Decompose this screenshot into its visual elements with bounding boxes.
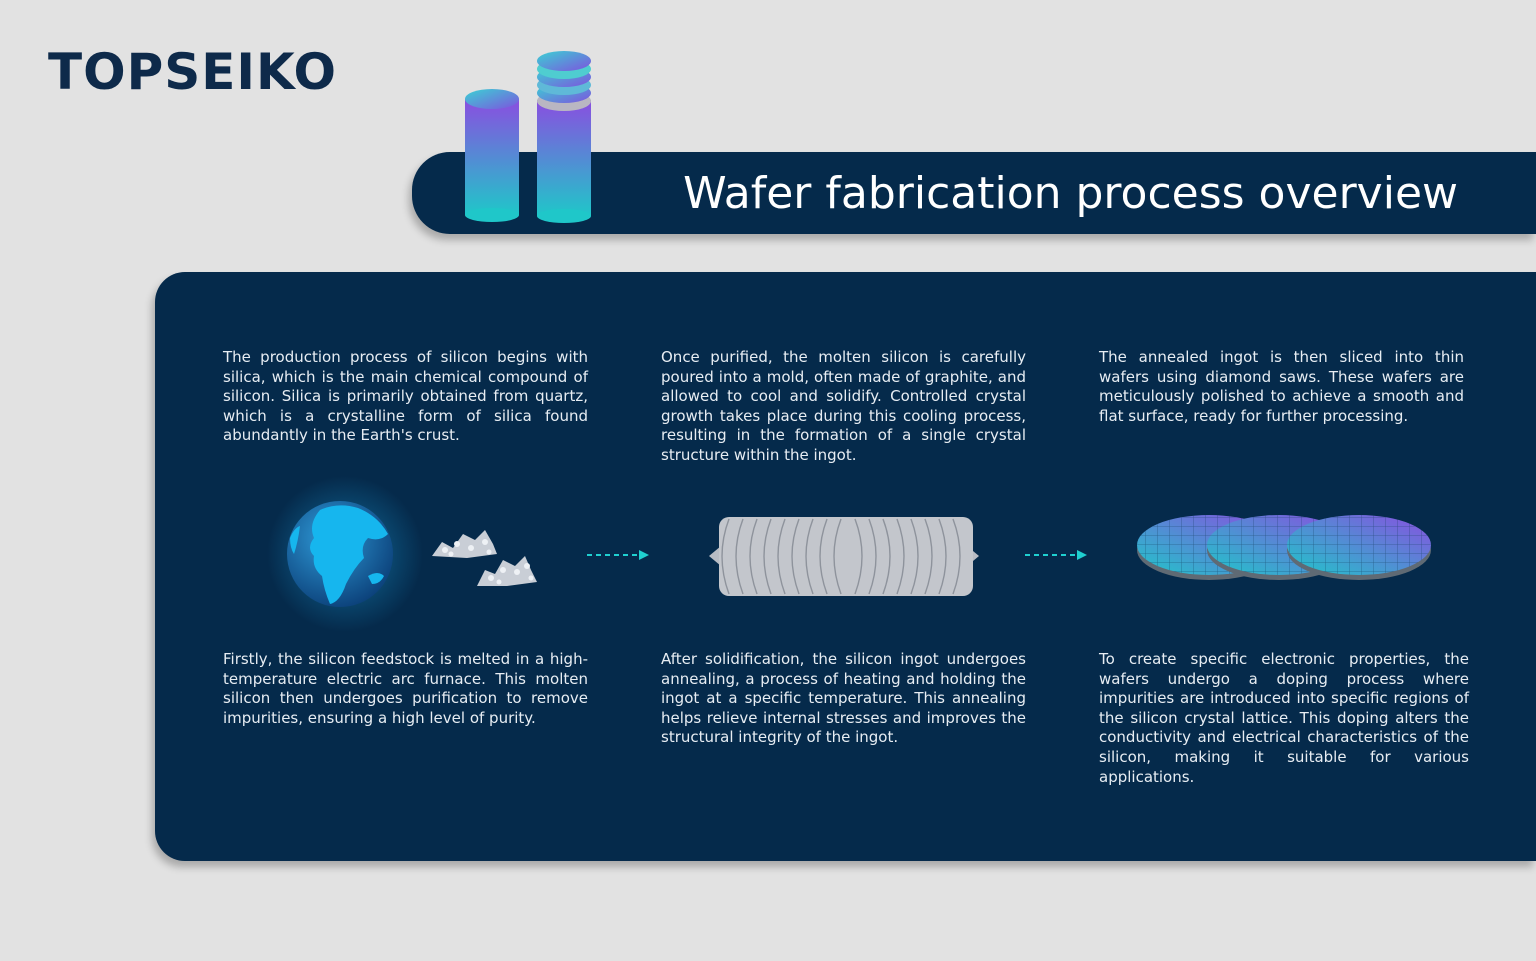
silicon-cylinders-icon [465, 51, 591, 223]
process-panel: The production process of silicon begins… [155, 272, 1536, 861]
silicon-crystals-icon [432, 530, 537, 586]
step-text-doping: To create specific electronic properties… [1099, 650, 1469, 786]
step-text-annealing: After solidification, the silicon ingot … [661, 650, 1026, 747]
wafers-icon [1137, 515, 1431, 580]
topseiko-logo: TOPSEIKO [48, 43, 338, 101]
step-text-silica: The production process of silicon begins… [223, 348, 588, 445]
step-text-slicing: The annealed ingot is then sliced into t… [1099, 348, 1464, 425]
page-title: Wafer fabrication process overview [683, 168, 1458, 219]
globe-icon [267, 476, 423, 632]
title-banner: Wafer fabrication process overview [412, 152, 1536, 234]
step-text-molding: Once purified, the molten silicon is car… [661, 348, 1026, 464]
dashed-arrow-icon [1025, 550, 1087, 560]
step-text-melting: Firstly, the silicon feedstock is melted… [223, 650, 588, 727]
silicon-ingot-icon [709, 517, 979, 596]
dashed-arrow-icon [587, 550, 649, 560]
